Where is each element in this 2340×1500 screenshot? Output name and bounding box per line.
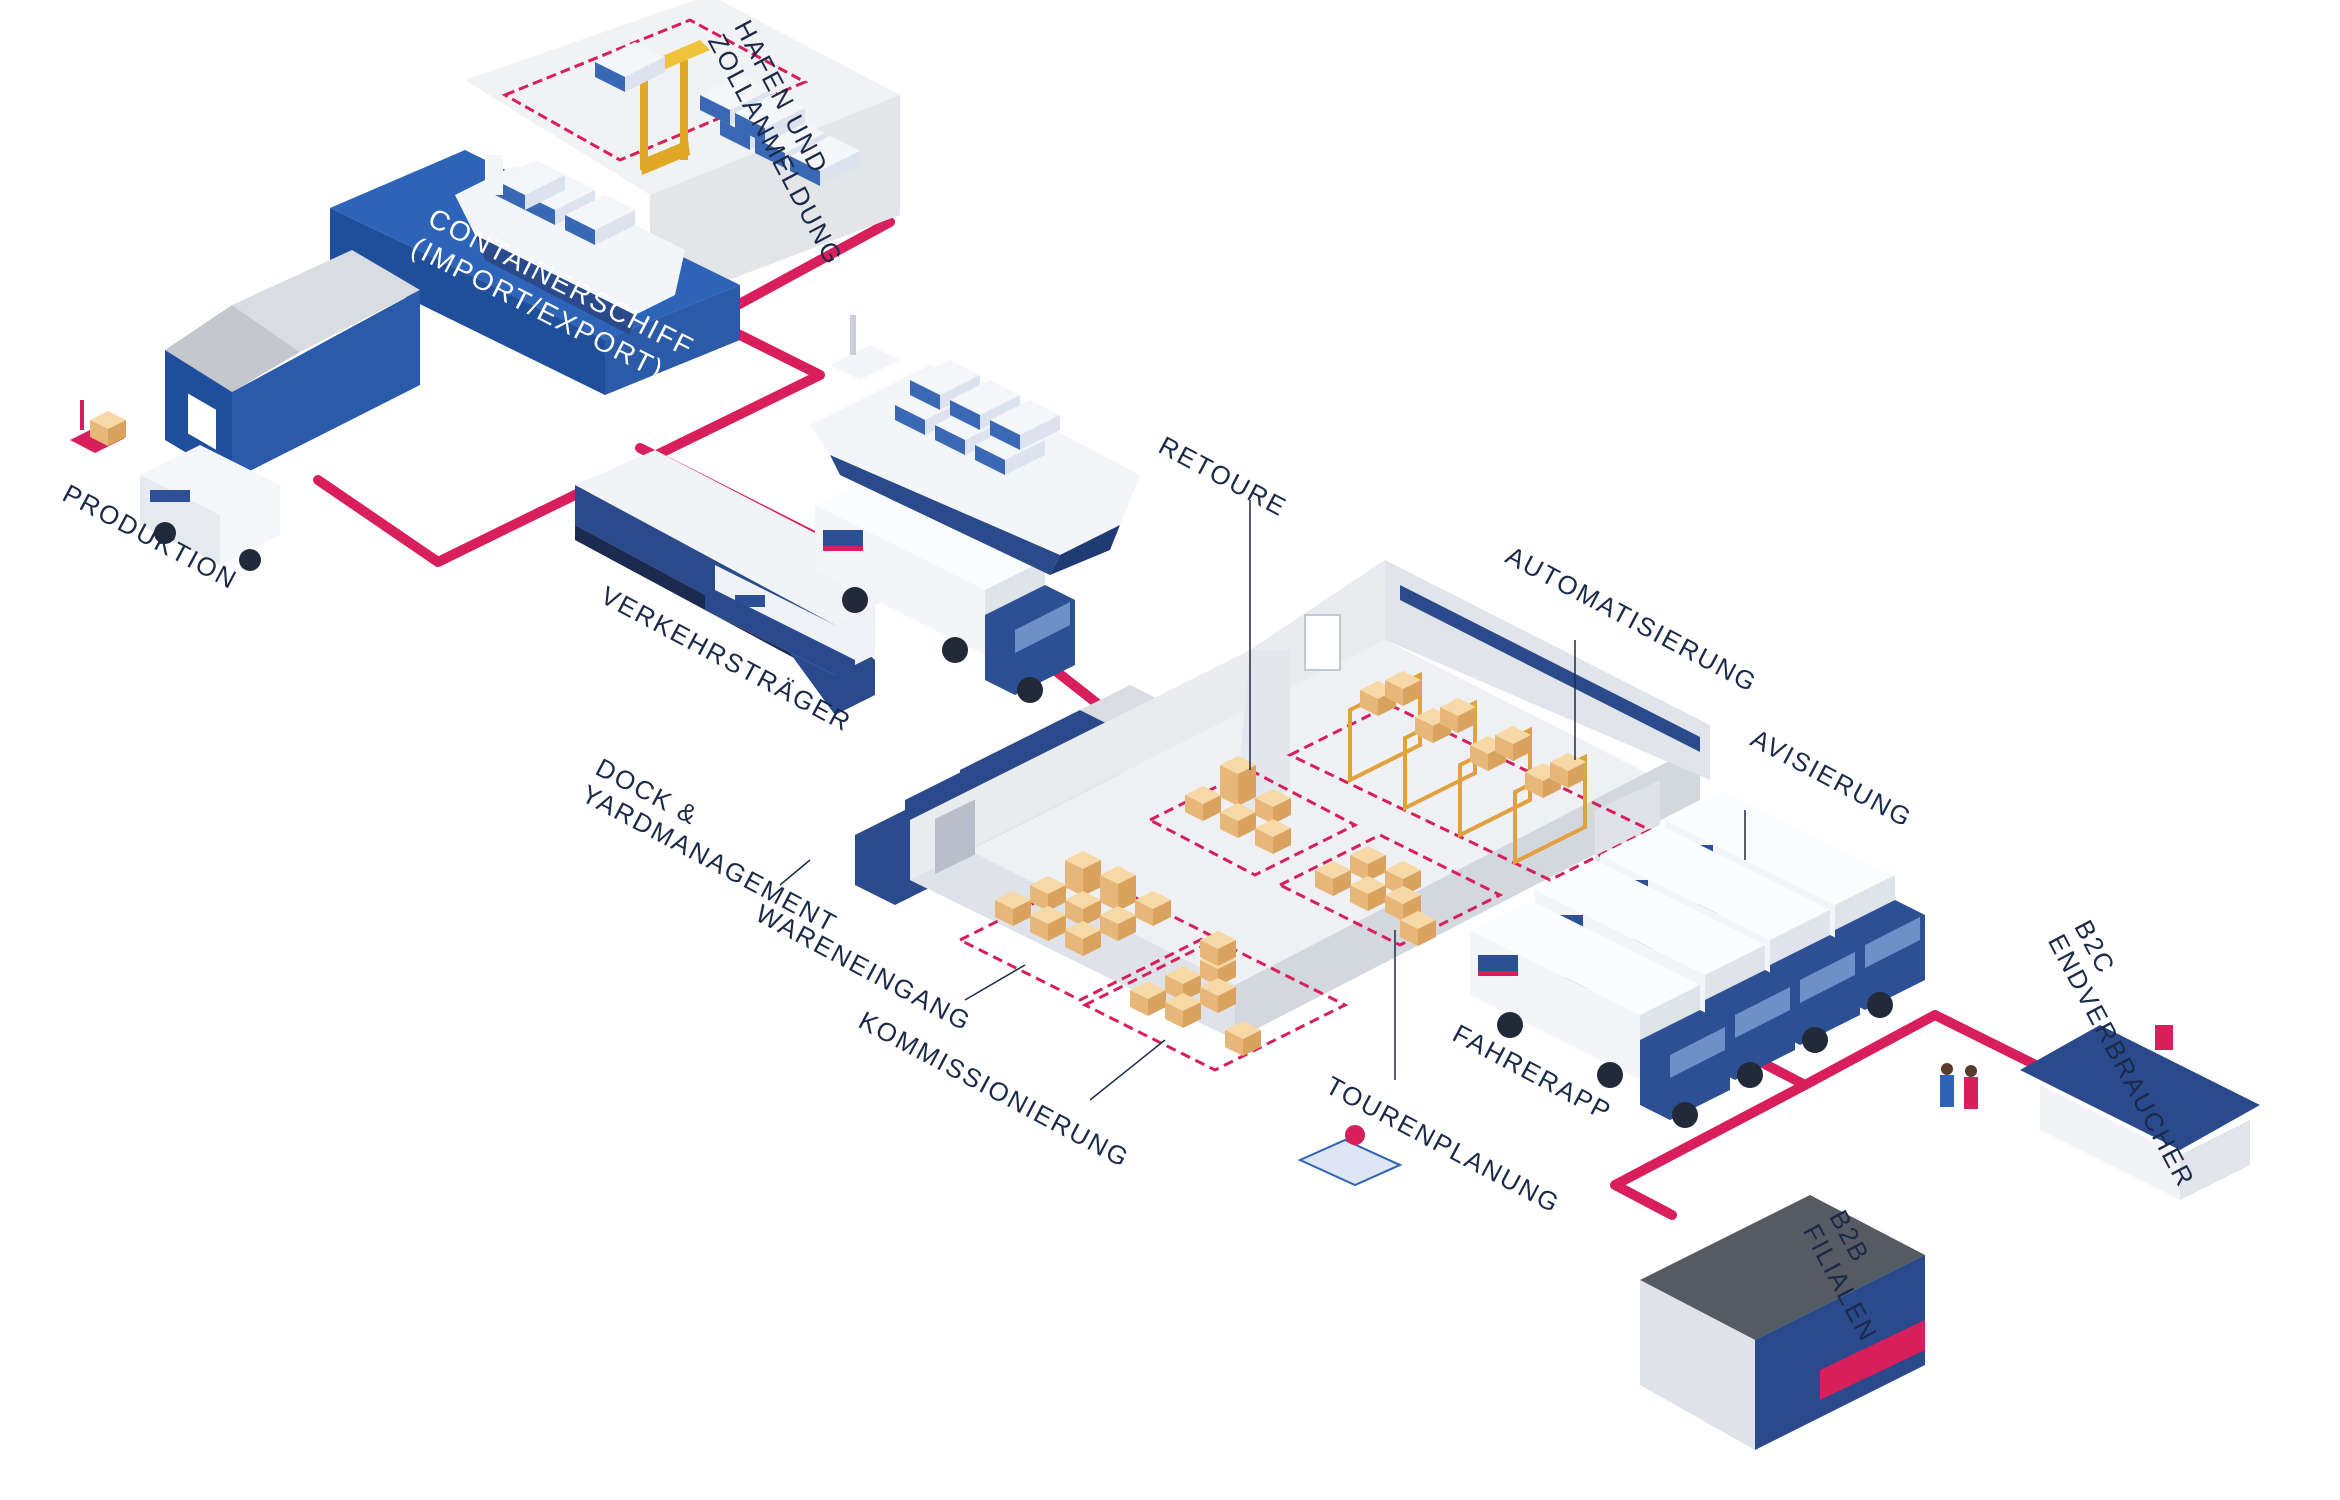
leader-lines xyxy=(779,500,1746,1101)
map-pin-icon xyxy=(1297,1125,1403,1187)
house-illustration xyxy=(2020,1025,2260,1200)
ship-illustration xyxy=(810,315,1140,575)
store-illustration xyxy=(1640,1195,1925,1450)
production-illustration xyxy=(70,250,420,571)
people-icon xyxy=(1940,1063,1978,1109)
warehouse-illustration xyxy=(910,560,1710,1072)
port-illustration xyxy=(330,0,900,395)
train-illustration xyxy=(575,450,915,715)
